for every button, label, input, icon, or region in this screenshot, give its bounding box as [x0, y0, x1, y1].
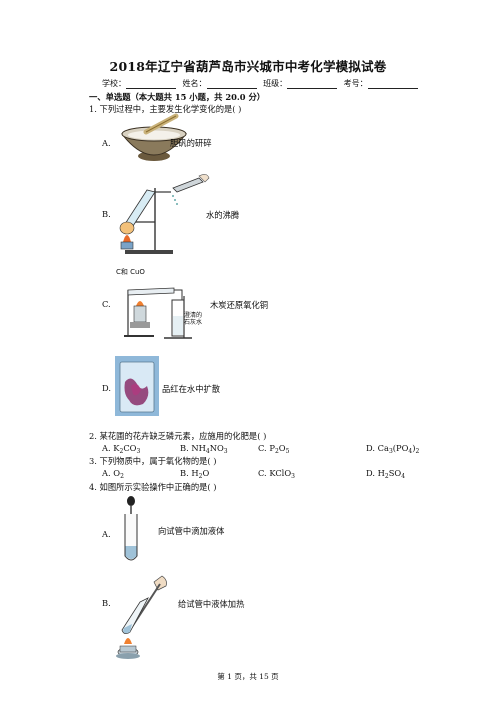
q2-option-d: D. Ca3(PO4)2: [366, 443, 420, 455]
q3-option-b: B. H2O: [180, 468, 210, 480]
q3-option-c: C. KClO3: [258, 468, 295, 480]
q4-option-a-text: 向试管中滴加液体: [158, 526, 225, 536]
section-header: 一、单选题（本大题共 15 小题，共 20.0 分）: [89, 92, 266, 102]
school-blank[interactable]: [126, 79, 176, 89]
q4-option-b-letter: B.: [102, 598, 111, 608]
page-footer: 第 1 页，共 15 页: [217, 672, 279, 681]
limewater-label: 澄清的石灰水: [184, 312, 203, 326]
q1-option-b-letter: B.: [102, 209, 111, 219]
boiling-water-image: [119, 174, 210, 254]
q1-option-d-text: 品红在水中扩散: [162, 384, 221, 394]
q1-option-d-letter: D.: [102, 383, 111, 393]
heating-test-tube-image: [116, 575, 167, 659]
q2-stem: 2. 某花圃的花卉缺乏磷元素，应施用的化肥是( ): [89, 431, 267, 441]
class-blank[interactable]: [287, 79, 338, 89]
q4-option-a-letter: A.: [102, 529, 111, 539]
q1-option-a-letter: A.: [102, 138, 111, 148]
name-blank[interactable]: [206, 79, 257, 89]
q4-stem: 4. 如图所示实验操作中正确的是( ): [89, 482, 217, 492]
q1-option-a-text: 胆矾的研碎: [170, 138, 212, 148]
q2-option-b: B. NH4NO3: [180, 443, 228, 455]
q2-option-c: C. P2O5: [258, 443, 290, 455]
c-cuo-label: C和 CuO: [116, 268, 145, 276]
exam-no-blank[interactable]: [367, 79, 418, 89]
student-info-line: 学校： 姓名： 班级： 考号：: [102, 78, 422, 89]
name-label: 姓名：: [182, 79, 207, 88]
q3-stem: 3. 下列物质中，属于氧化物的是( ): [89, 456, 217, 466]
q2-option-a: A. K2CO3: [102, 443, 141, 455]
page-title: 2018年辽宁省葫芦岛市兴城市中考化学模拟试卷: [109, 59, 387, 74]
q1-option-b-text: 水的沸腾: [206, 210, 240, 220]
q1-option-c-text: 木炭还原氧化铜: [210, 300, 269, 310]
carbon-reduction-image: [124, 287, 192, 339]
mortar-pestle-image: [120, 113, 188, 161]
q3-option-a: A. O2: [102, 468, 124, 480]
q1-stem: 1. 下列过程中，主要发生化学变化的是( ): [89, 104, 242, 114]
school-label: 学校：: [102, 79, 126, 88]
q3-option-d: D. H2SO4: [366, 468, 406, 480]
exam-no-label: 考号：: [343, 79, 368, 88]
class-label: 班级：: [263, 79, 288, 88]
dropper-test-tube-image: [124, 496, 138, 561]
q4-option-b-text: 给试管中液体加热: [178, 599, 245, 609]
q1-option-c-letter: C.: [102, 299, 111, 309]
dye-diffusion-image: [115, 356, 159, 416]
